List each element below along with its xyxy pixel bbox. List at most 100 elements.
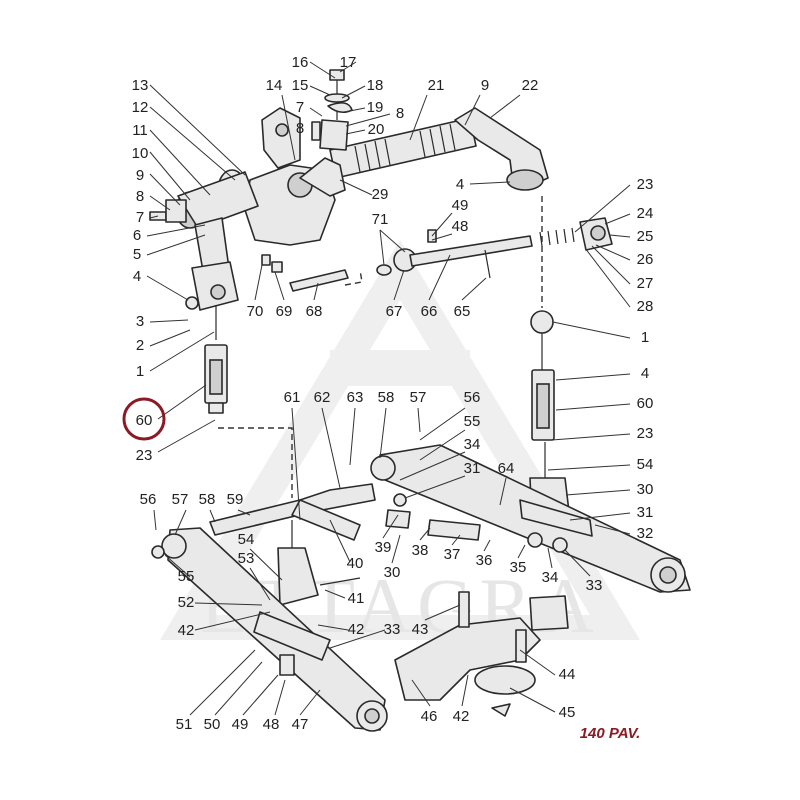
leader-line-80 xyxy=(391,534,401,564)
callout-c-38: 38 xyxy=(412,542,429,559)
leader-line-90 xyxy=(274,679,286,716)
callout-c-37: 37 xyxy=(444,546,461,563)
callout-c-68: 68 xyxy=(306,303,323,320)
watermark-bar xyxy=(330,350,470,386)
callout-c-8b: 8 xyxy=(396,105,404,122)
callout-c-24: 24 xyxy=(637,205,654,222)
leader-line-28 xyxy=(469,181,511,185)
lift-lever xyxy=(261,107,301,169)
callout-c-11: 11 xyxy=(132,122,148,139)
leader-line-27 xyxy=(489,94,521,119)
callout-c-65: 65 xyxy=(454,303,471,320)
bush-71 xyxy=(376,264,392,276)
callout-c-51: 51 xyxy=(176,716,193,733)
callout-c-28: 28 xyxy=(637,298,654,315)
leader-line-88 xyxy=(214,661,263,716)
top-link-assembly xyxy=(376,217,613,279)
leader-line-35 xyxy=(379,229,385,266)
leader-line-24 xyxy=(339,179,373,196)
callout-c-21: 21 xyxy=(428,77,445,94)
cross-bar-59 xyxy=(209,483,376,536)
stabilizer-40 xyxy=(291,499,361,541)
callout-c-35: 35 xyxy=(510,559,527,576)
drawbar-bracket xyxy=(394,591,569,717)
callout-c-12: 12 xyxy=(132,99,149,116)
leader-line-22 xyxy=(345,113,391,127)
highlight-ring xyxy=(122,397,166,441)
fork-pivot xyxy=(210,284,226,300)
leader-line-16 xyxy=(309,61,336,79)
pin-68 xyxy=(289,269,349,292)
callout-c-34a: 34 xyxy=(464,436,481,453)
leader-line-78 xyxy=(547,547,553,569)
leader-line-25 xyxy=(409,94,428,141)
leader-line-19 xyxy=(341,85,366,99)
callout-c-60a: 60 xyxy=(136,412,153,429)
bolt-head-17 xyxy=(329,69,345,81)
leader-line-40 xyxy=(274,271,285,301)
washer-18 xyxy=(324,93,350,103)
lift-shaft-assembly xyxy=(149,69,549,340)
leader-line-83 xyxy=(329,629,386,649)
callout-c-16: 16 xyxy=(292,54,309,71)
leader-line-85 xyxy=(519,649,556,676)
callout-c-47: 47 xyxy=(292,716,309,733)
leader-line-34 xyxy=(584,247,631,308)
top-link-body xyxy=(409,235,533,267)
callout-c-31b: 31 xyxy=(637,504,654,521)
callout-c-18: 18 xyxy=(367,77,384,94)
leader-line-75 xyxy=(451,534,461,546)
callout-c-1b: 1 xyxy=(641,329,649,346)
leader-line-5 xyxy=(149,195,171,211)
leader-line-8 xyxy=(146,234,206,256)
callout-c-19: 19 xyxy=(367,99,384,116)
pin-70 xyxy=(261,254,271,266)
connection-lines xyxy=(218,196,543,498)
leader-line-61 xyxy=(404,475,466,499)
callout-c-33a: 33 xyxy=(586,577,603,594)
callout-c-23a: 23 xyxy=(637,176,654,193)
leader-line-91 xyxy=(299,689,321,716)
callout-c-22: 22 xyxy=(522,77,539,94)
leader-line-7 xyxy=(146,224,206,237)
leader-line-43 xyxy=(428,254,451,301)
leader-line-76 xyxy=(483,539,491,552)
callout-c-2: 2 xyxy=(136,337,144,354)
leader-line-12 xyxy=(149,331,215,372)
lever-pivot xyxy=(275,123,289,137)
leader-line-42 xyxy=(393,269,405,301)
nut-55 xyxy=(151,545,165,559)
leader-line-74 xyxy=(419,527,431,541)
callout-c-14: 14 xyxy=(266,77,283,94)
callout-c-32: 32 xyxy=(637,525,654,542)
nut-4 xyxy=(185,296,199,310)
callout-c-7a: 7 xyxy=(296,99,304,116)
callout-c-23c: 23 xyxy=(637,425,654,442)
leader-line-14 xyxy=(157,419,216,453)
callout-c-48a: 48 xyxy=(452,218,469,235)
callout-c-52: 52 xyxy=(178,594,195,611)
callout-c-56b: 56 xyxy=(140,491,157,508)
leader-line-6 xyxy=(149,215,159,219)
leader-line-2 xyxy=(149,129,211,196)
leader-line-10 xyxy=(149,319,189,323)
leader-line-54 xyxy=(321,407,341,489)
callout-c-27: 27 xyxy=(637,275,654,292)
leader-line-17 xyxy=(339,61,357,73)
callout-c-42c: 42 xyxy=(453,708,470,725)
callout-c-31a: 31 xyxy=(464,460,481,477)
pin-33 xyxy=(552,537,568,553)
leader-line-33 xyxy=(591,245,631,285)
lower-link-right-ball xyxy=(370,455,396,481)
leader-line-41 xyxy=(313,282,319,301)
leader-line-69 xyxy=(164,554,191,578)
leader-line-38 xyxy=(431,233,453,241)
callout-c-40: 40 xyxy=(347,555,364,572)
leader-line-13 xyxy=(157,384,207,420)
leader-line-79 xyxy=(564,549,591,577)
leader-line-48 xyxy=(551,433,631,441)
turnbuckle-slot-left xyxy=(209,359,223,395)
callout-c-45: 45 xyxy=(559,704,576,721)
clamp-39 xyxy=(385,509,411,529)
callout-c-56a: 56 xyxy=(464,389,481,406)
